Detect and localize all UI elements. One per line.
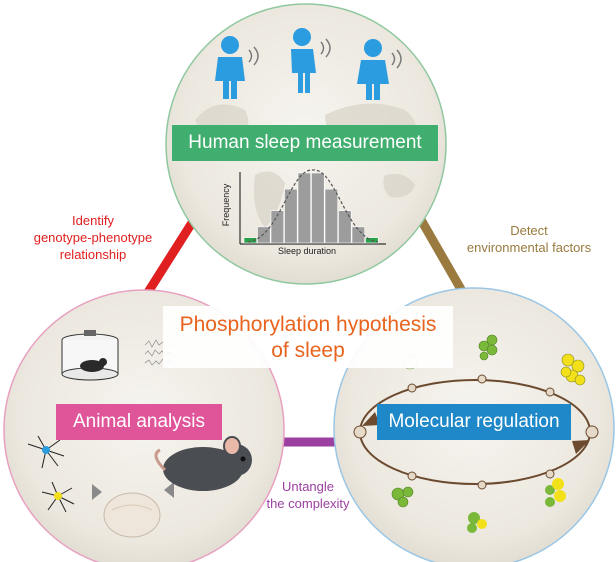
- title-box: [163, 306, 453, 368]
- gray-arrow-left: [92, 484, 102, 500]
- histogram-bar: [270, 210, 284, 244]
- cycle-arrow-top: [362, 412, 380, 426]
- mouse-icon: [154, 436, 252, 491]
- sleep-histogram: [239, 169, 386, 245]
- histogram-x-label: Sleep duration: [277, 246, 337, 256]
- molecule-cluster-mixed: [545, 478, 566, 507]
- diagram-title-line1: Phosphorylation hypothesis: [179, 313, 437, 336]
- molecule-cluster-green-1: [478, 334, 498, 361]
- mouse-cage-icon: [61, 330, 119, 381]
- histogram-bar: [324, 188, 338, 244]
- histogram-bar: [284, 188, 298, 244]
- histogram-bar: [297, 172, 311, 244]
- person-icon-1: [215, 36, 259, 99]
- brain-icon: [103, 492, 161, 538]
- molecule-cluster-yellow-1: [560, 353, 586, 386]
- molecular-banner: Molecular regulation: [377, 404, 571, 440]
- histogram-bar: [311, 172, 325, 244]
- diagram-title: Phosphorylation hypothesis of sleep: [160, 312, 456, 364]
- histogram-bar: [257, 226, 271, 244]
- histogram-curve: [247, 169, 379, 243]
- link-label-left: Identify genotype-phenotype relationship: [33, 213, 153, 262]
- molecule-cluster-green-3: [467, 512, 487, 533]
- link-label-bottom: Untangle the complexity: [266, 479, 350, 511]
- animal-banner: Animal analysis: [56, 404, 222, 440]
- cycle-nodes: [353, 374, 599, 490]
- histogram-bar: [351, 226, 365, 244]
- link-label-right: Detect environmental factors: [466, 223, 592, 255]
- neuron-icon-2: [41, 481, 75, 513]
- histogram-bar: [338, 210, 352, 244]
- person-icon-3: [357, 39, 402, 100]
- neuron-icon-1: [27, 435, 65, 469]
- molecule-cluster-green-2: [391, 486, 414, 508]
- human-banner: Human sleep measurement: [172, 125, 438, 161]
- cycle-arrow-bottom: [572, 440, 590, 454]
- link-line-right: [416, 215, 470, 301]
- diagram-title-line2: of sleep: [271, 339, 345, 362]
- histogram-bar: [243, 237, 257, 244]
- histogram-y-label: Frequency: [221, 183, 231, 227]
- person-icon-2: [291, 28, 331, 93]
- gray-arrow-right: [164, 482, 174, 498]
